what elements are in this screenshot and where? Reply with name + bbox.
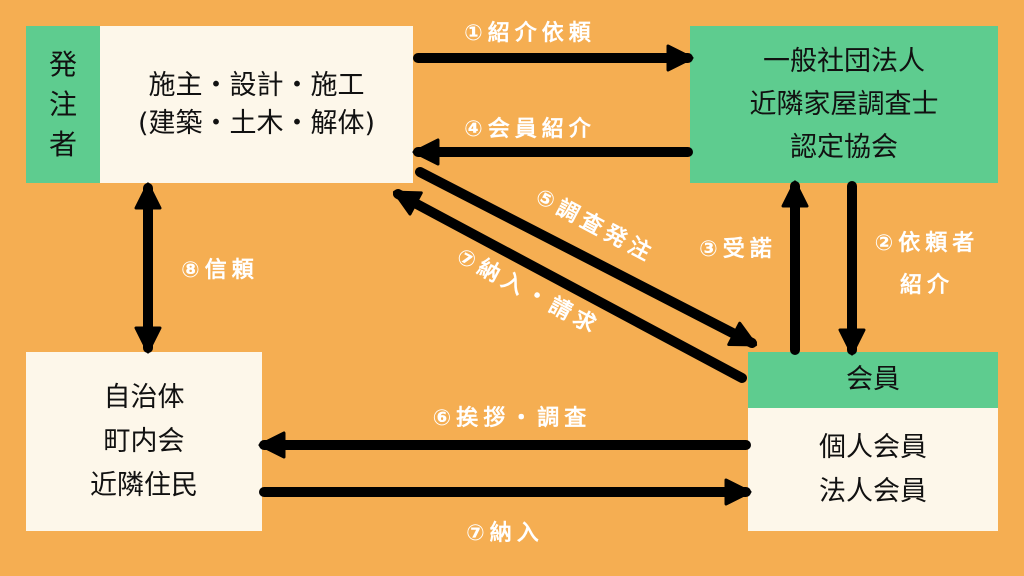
orderer-tag: 発 注 者 <box>26 26 100 183</box>
member-header: 会員 <box>748 352 998 408</box>
label-1: ①紹介依頼 <box>464 20 596 46</box>
label-6: ⑥挨拶・調査 <box>433 405 592 431</box>
association-box: 一般社団法人 近隣家屋調査士 認定協会 <box>690 26 998 183</box>
label-8: ⑧信頼 <box>181 257 259 283</box>
label-7-bottom: ⑦納入 <box>466 520 544 546</box>
community-box: 自治体 町内会 近隣住民 <box>26 352 262 531</box>
label-5: ⑤調査発注 <box>531 183 659 268</box>
label-3: ③受諾 <box>699 236 777 262</box>
orderer-box: 施主・設計・施工 (建築・土木・解体) <box>100 26 413 183</box>
label-2b: 紹介 <box>900 272 954 298</box>
label-2a: ②依頼者 <box>875 230 980 256</box>
label-4: ④会員紹介 <box>464 116 596 142</box>
member-box: 個人会員 法人会員 <box>748 408 998 531</box>
arrow-5 <box>415 167 758 348</box>
arrow-7-diagonal <box>392 189 747 383</box>
